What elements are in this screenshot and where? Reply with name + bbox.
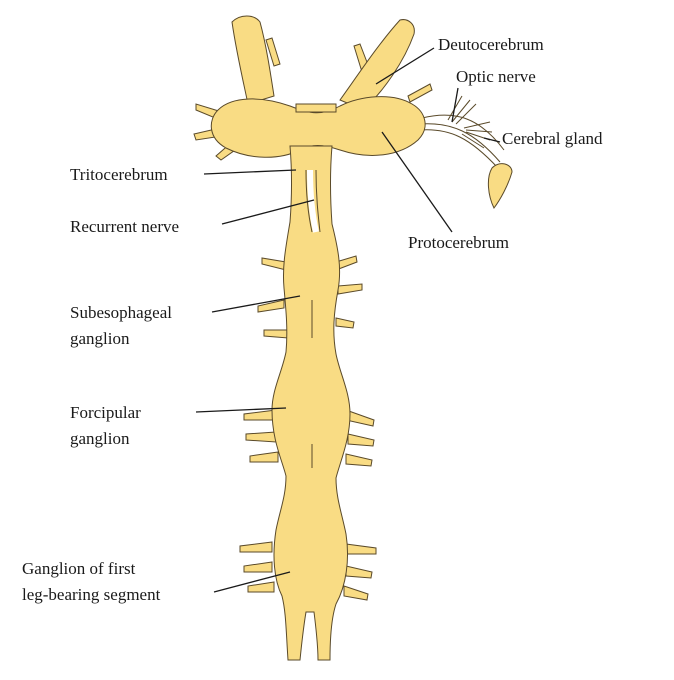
leader-cerebral-gland (483, 137, 501, 143)
leader-subesophageal (211, 295, 301, 313)
label-subesophageal-line1: Subesophageal (70, 303, 172, 322)
leader-first-leg-ganglion (213, 571, 291, 593)
leader-recurrent-nerve (221, 199, 315, 225)
ventral-nerve-cord (271, 145, 351, 661)
label-forcipular-line1: Forcipular (70, 403, 141, 422)
lateral-nerves (239, 255, 377, 601)
leader-deutocerebrum (375, 47, 435, 85)
label-subesophageal-line2: ganglion (70, 329, 130, 348)
label-forcipular-line2: ganglion (70, 429, 130, 448)
labels: Deutocerebrum Optic nerve Cerebral gland… (22, 35, 603, 604)
label-first-leg-ganglion-line2: leg-bearing segment (22, 585, 161, 604)
nerve-cord-body (210, 15, 426, 661)
cerebral-gland-group (419, 95, 513, 209)
label-protocerebrum: Protocerebrum (408, 233, 509, 252)
left-deutocerebral-lobe (231, 15, 275, 105)
leader-protocerebrum (381, 131, 453, 233)
label-tritocerebrum: Tritocerebrum (70, 165, 168, 184)
label-first-leg-ganglion-line1: Ganglion of first (22, 559, 136, 578)
label-optic-nerve: Optic nerve (456, 67, 536, 86)
leader-lines (195, 47, 501, 593)
leader-forcipular (195, 407, 287, 413)
leader-optic-nerve (451, 87, 459, 123)
right-deutocerebral-lobe (339, 19, 415, 111)
label-deutocerebrum: Deutocerebrum (438, 35, 544, 54)
cerebral-gland (487, 163, 513, 209)
leader-tritocerebrum (203, 169, 297, 175)
label-recurrent-nerve: Recurrent nerve (70, 217, 179, 236)
label-cerebral-gland: Cerebral gland (502, 129, 603, 148)
